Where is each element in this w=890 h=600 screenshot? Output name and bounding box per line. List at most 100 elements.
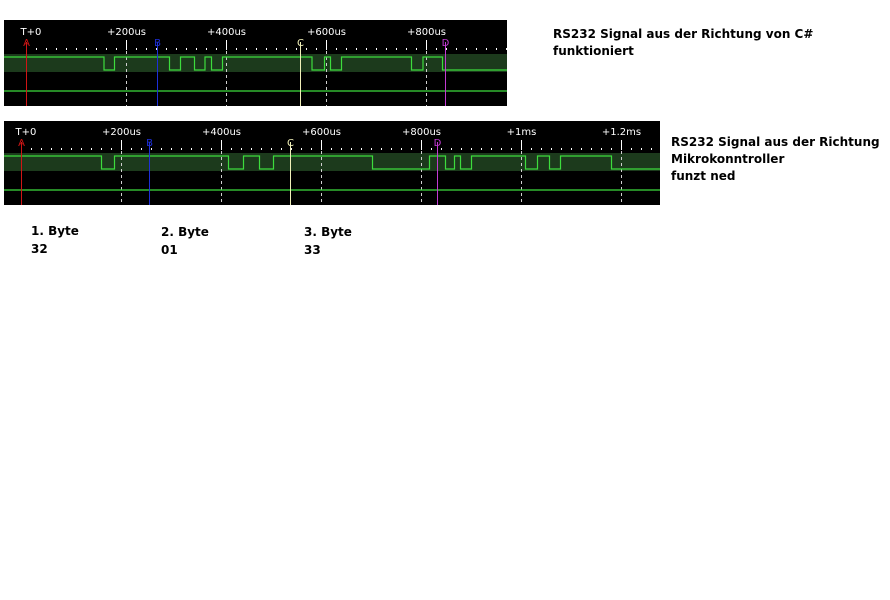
time-label: +400us — [202, 127, 241, 138]
minor-tick — [271, 148, 272, 150]
minor-tick — [491, 148, 492, 150]
minor-tick — [156, 48, 157, 50]
minor-tick — [396, 48, 397, 50]
minor-tick — [341, 148, 342, 150]
minor-tick — [381, 148, 382, 150]
minor-tick — [186, 48, 187, 50]
minor-tick — [346, 48, 347, 50]
minor-tick — [541, 148, 542, 150]
scope-2-caption: RS232 Signal aus der Richtung Mikrokonnt… — [671, 134, 880, 185]
minor-tick — [51, 148, 52, 150]
minor-tick — [146, 48, 147, 50]
marker-label-a: A — [23, 38, 30, 49]
minor-tick — [406, 48, 407, 50]
scope-1-caption-line-1: RS232 Signal aus der Richtung von C# — [553, 27, 814, 41]
marker-label-b: B — [154, 38, 161, 49]
minor-tick — [386, 48, 387, 50]
marker-label-b: B — [146, 138, 153, 149]
minor-tick — [261, 148, 262, 150]
minor-tick — [41, 148, 42, 150]
minor-tick — [476, 48, 477, 50]
minor-tick — [281, 148, 282, 150]
minor-tick — [301, 148, 302, 150]
minor-tick — [356, 48, 357, 50]
minor-tick — [401, 148, 402, 150]
minor-tick — [266, 48, 267, 50]
minor-tick — [601, 148, 602, 150]
minor-tick — [641, 148, 642, 150]
minor-tick — [136, 48, 137, 50]
marker-label-c: C — [297, 38, 304, 49]
minor-tick — [151, 148, 152, 150]
time-label: +1ms — [507, 127, 537, 138]
minor-tick — [611, 148, 612, 150]
time-label: T+0 — [20, 27, 42, 38]
minor-tick — [431, 148, 432, 150]
minor-tick — [231, 148, 232, 150]
minor-tick — [236, 48, 237, 50]
minor-tick — [501, 148, 502, 150]
minor-tick — [196, 48, 197, 50]
marker-label-d: D — [442, 38, 450, 49]
minor-tick — [551, 148, 552, 150]
minor-tick — [296, 48, 297, 50]
minor-tick — [61, 148, 62, 150]
minor-tick — [116, 48, 117, 50]
minor-tick — [486, 48, 487, 50]
signal-band — [4, 54, 507, 72]
minor-tick — [216, 48, 217, 50]
time-label: +600us — [302, 127, 341, 138]
minor-tick — [161, 148, 162, 150]
minor-tick — [496, 48, 497, 50]
minor-tick — [451, 148, 452, 150]
minor-tick — [36, 48, 37, 50]
minor-tick — [286, 48, 287, 50]
minor-tick — [141, 148, 142, 150]
minor-tick — [456, 48, 457, 50]
scope-2-caption-line-1: RS232 Signal aus der Richtung — [671, 135, 880, 149]
marker-label-a: A — [18, 138, 25, 149]
minor-tick — [81, 148, 82, 150]
minor-tick — [591, 148, 592, 150]
minor-tick — [366, 48, 367, 50]
minor-tick — [351, 148, 352, 150]
time-label: +800us — [402, 127, 441, 138]
minor-tick — [311, 148, 312, 150]
minor-tick — [171, 148, 172, 150]
minor-tick — [416, 48, 417, 50]
minor-tick — [561, 148, 562, 150]
minor-tick — [436, 48, 437, 50]
minor-tick — [276, 48, 277, 50]
byte-3: 3. Byte 33 — [304, 223, 352, 259]
minor-tick — [91, 148, 92, 150]
minor-tick — [391, 148, 392, 150]
minor-tick — [66, 48, 67, 50]
minor-tick — [176, 48, 177, 50]
minor-tick — [181, 148, 182, 150]
time-label: T+0 — [15, 127, 37, 138]
minor-tick — [571, 148, 572, 150]
minor-tick — [56, 48, 57, 50]
minor-tick — [361, 148, 362, 150]
marker-label-c: C — [287, 138, 294, 149]
byte-2: 2. Byte 01 — [161, 223, 209, 259]
minor-tick — [411, 148, 412, 150]
minor-tick — [191, 148, 192, 150]
minor-tick — [131, 148, 132, 150]
minor-tick — [466, 48, 467, 50]
minor-tick — [441, 148, 442, 150]
minor-tick — [306, 48, 307, 50]
minor-tick — [246, 48, 247, 50]
byte-3-value: 33 — [304, 243, 321, 257]
minor-tick — [481, 148, 482, 150]
minor-tick — [331, 148, 332, 150]
signal-band — [4, 153, 660, 171]
scope-2-caption-line-2: Mikrokonntroller — [671, 152, 785, 166]
minor-tick — [31, 148, 32, 150]
minor-tick — [86, 48, 87, 50]
minor-tick — [111, 148, 112, 150]
minor-tick — [101, 148, 102, 150]
